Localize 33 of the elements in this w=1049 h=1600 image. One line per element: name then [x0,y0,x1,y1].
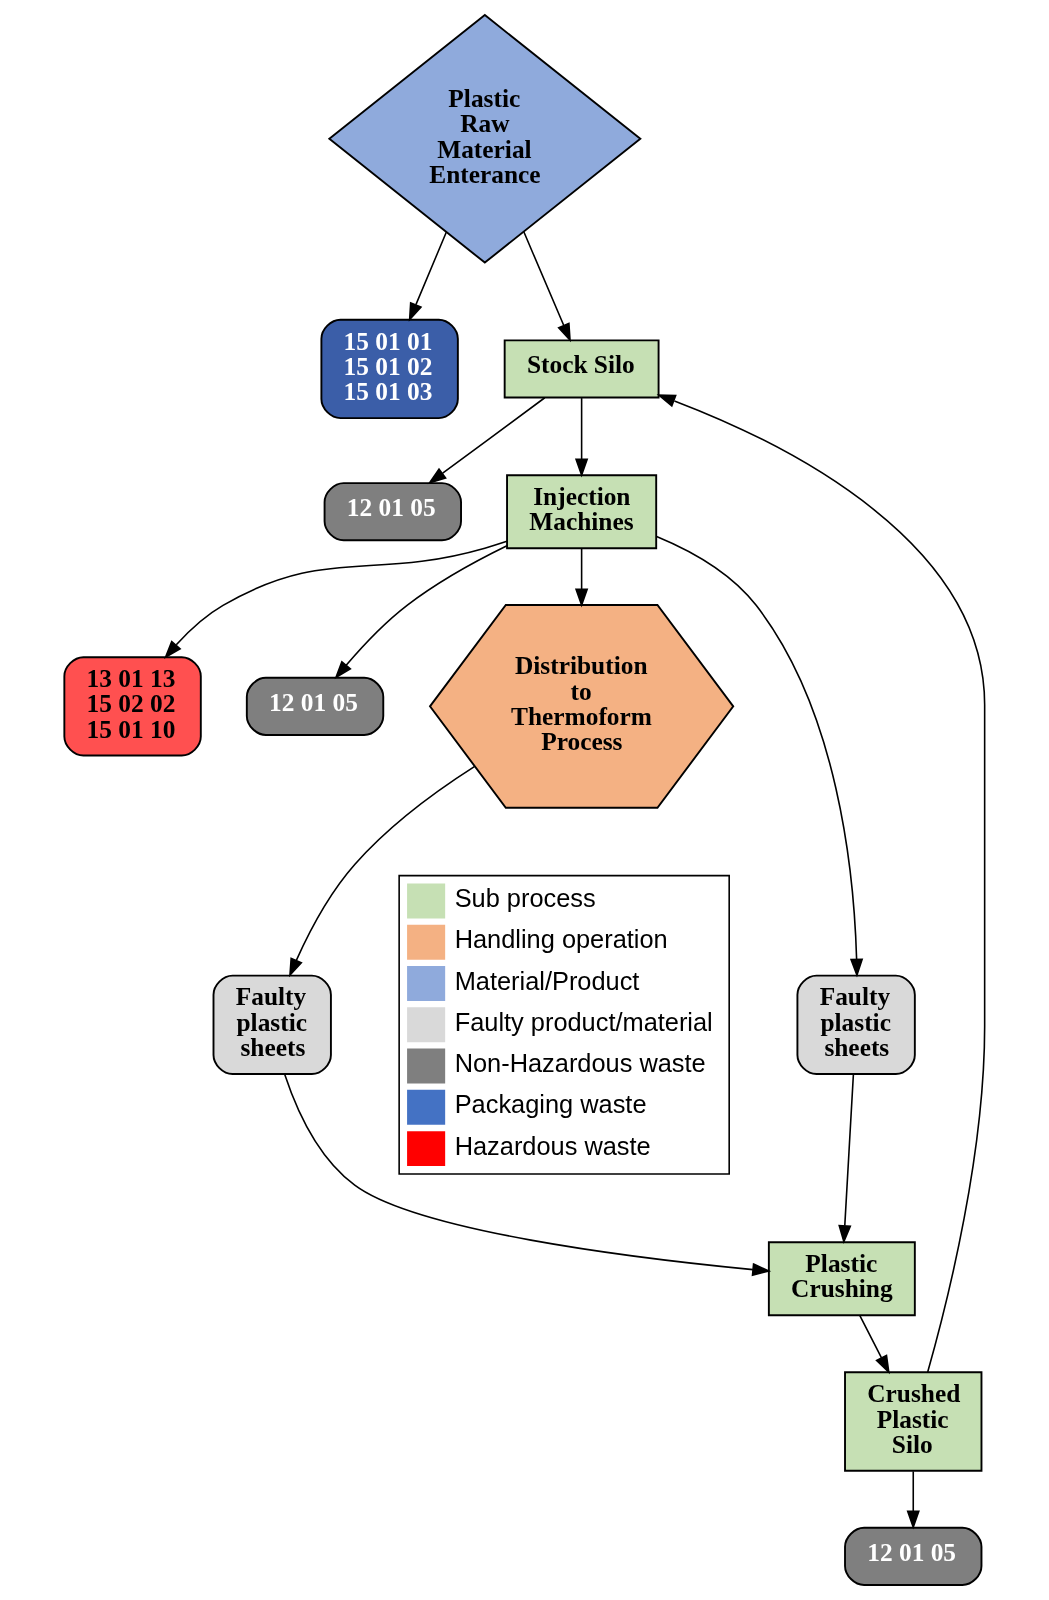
node-diamond: Plastic Raw Material Enterance [327,13,642,264]
legend-label: Hazardous waste [454,1131,651,1160]
legend-label: Material/Product [454,966,640,995]
arrow [427,396,546,485]
legend-label: Non-Hazardous waste [454,1049,706,1078]
arrow [574,397,589,478]
arrow [859,1314,890,1375]
arrow [656,394,986,1373]
arrow [906,1470,920,1530]
arrow [283,1073,772,1277]
arrow [164,540,508,659]
legend-label: Faulty product/material [454,1007,713,1036]
arrow [408,231,448,322]
node-box: Crushed Plastic Silo [844,1371,983,1472]
arrow [523,231,571,343]
node-box: Plastic Crushing [767,1241,916,1317]
arrow [289,765,476,978]
legend-label: Handling operation [454,925,668,954]
arrow [334,544,508,680]
arrow [574,547,589,608]
node-box: 13 01 13 15 02 02 15 01 10 [63,656,202,757]
legend-label: Sub process [454,884,596,913]
arrow [655,535,864,978]
legend-label: Packaging waste [454,1090,647,1119]
node-box: 15 01 01 15 01 02 15 01 03 [320,318,459,420]
node-box: Faulty plastic sheets [212,974,332,1075]
arrow [838,1073,855,1245]
node-box: 12 01 05 [323,482,462,542]
node-box: 12 01 05 [844,1526,983,1586]
node-box: Stock Silo [503,339,660,399]
node-box: Injection Machines [506,474,658,550]
node-box: 12 01 05 [245,676,385,736]
node-box: Faulty plastic sheets [796,974,916,1075]
